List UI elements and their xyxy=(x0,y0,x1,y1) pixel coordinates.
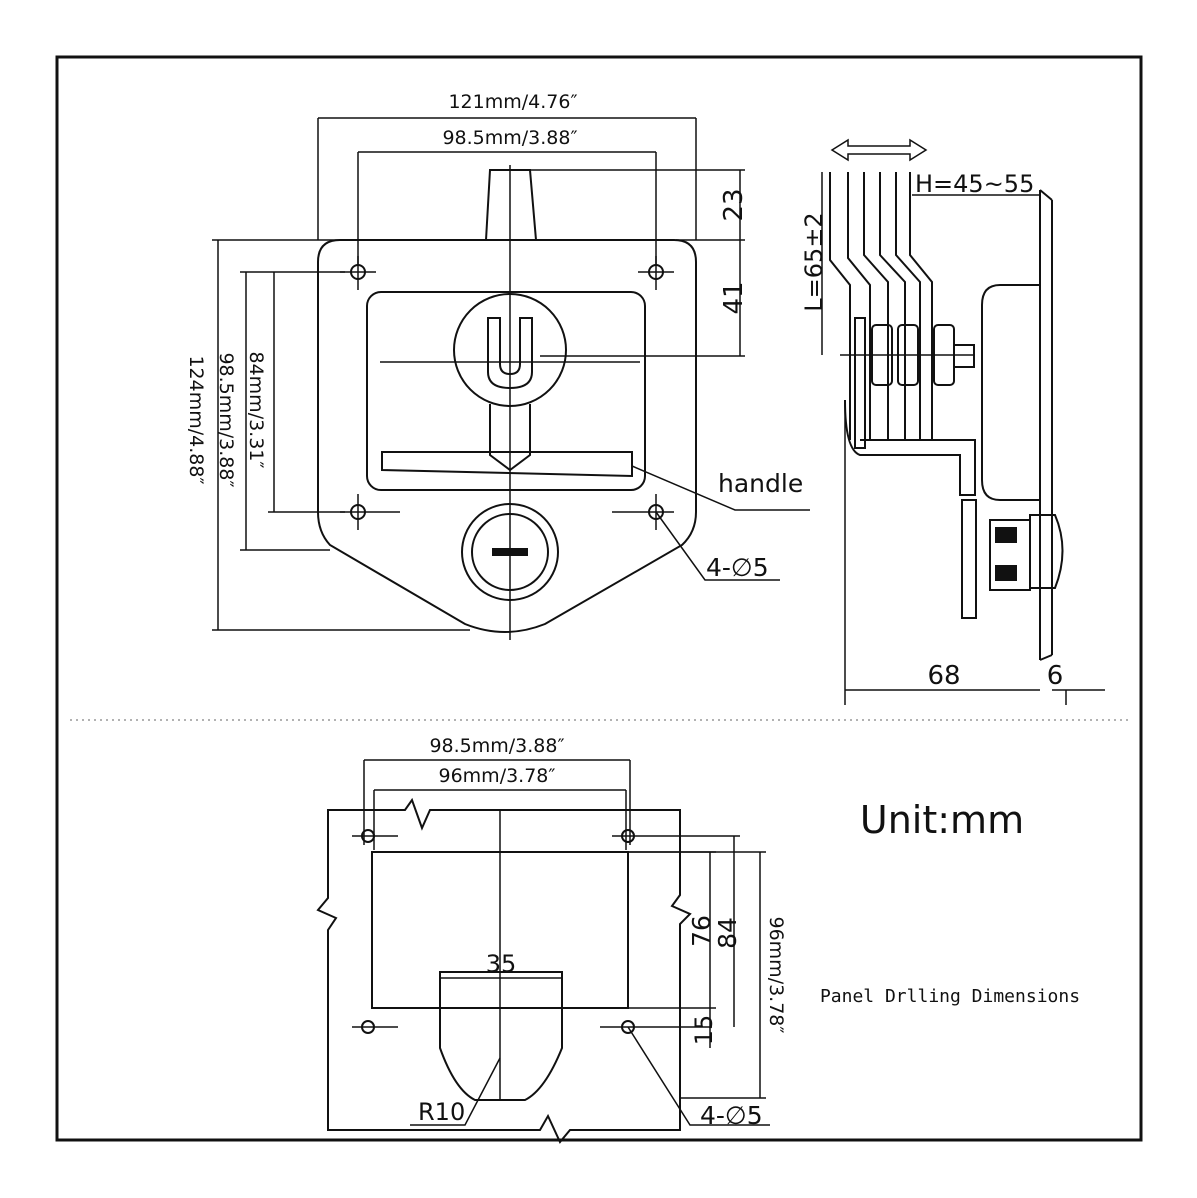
drilling-view: 98.5mm/3.88″ 96mm/3.78″ 35 76 84 96mm/3.… xyxy=(316,735,1080,1144)
drilling-caption: Panel Drlling Dimensions xyxy=(820,986,1080,1007)
top-lug xyxy=(485,169,537,241)
dim-15-label: 15 xyxy=(690,1015,718,1046)
housing xyxy=(981,284,1041,501)
handle-label: handle xyxy=(718,469,803,498)
height-overall-label: 124mm/4.88″ xyxy=(185,355,207,484)
unit-label: Unit:mm xyxy=(860,798,1024,842)
cutout-width-label: 35 xyxy=(486,950,517,978)
mounting-holes xyxy=(340,256,674,530)
holes-label: 4-∅5 xyxy=(706,553,769,582)
radius-label: R10 xyxy=(418,1098,465,1126)
dim-41-label: 41 xyxy=(719,281,749,314)
dim-84-label: 84 xyxy=(713,917,742,949)
drill-width-outer-label: 98.5mm/3.88″ xyxy=(429,735,564,757)
drill-holes-label: 4-∅5 xyxy=(700,1101,763,1130)
body-outline xyxy=(317,239,697,633)
l-range-label: L=65±2 xyxy=(800,212,828,311)
front-view: 121mm/4.76″ 98.5mm/3.88″ 23 41 124mm/4.8… xyxy=(185,91,810,640)
depth-label: 68 xyxy=(927,661,960,691)
dim-23-label: 23 xyxy=(719,188,749,221)
u-slot xyxy=(487,317,533,390)
h-range-label: H=45~55 xyxy=(915,170,1034,198)
flange-label: 6 xyxy=(1047,661,1064,691)
drawing-frame xyxy=(55,55,1143,1142)
width-overall-label: 121mm/4.76″ xyxy=(448,91,577,113)
handle-recess xyxy=(366,291,646,491)
side-view: H=45~55 L=65±2 68 6 xyxy=(800,138,1105,705)
height-inner-label: 84mm/3.31″ xyxy=(245,352,267,469)
height-holes-label: 98.5mm/3.88″ xyxy=(215,352,237,487)
cutout-shape xyxy=(439,971,563,1101)
panel-outline xyxy=(316,797,692,1144)
width-holes-label: 98.5mm/3.88″ xyxy=(442,127,577,149)
travel-arrow xyxy=(830,138,928,162)
dim-96-label: 96mm/3.78″ xyxy=(765,917,787,1034)
drill-width-inner-label: 96mm/3.78″ xyxy=(439,765,556,787)
t-handle-bar xyxy=(381,451,633,478)
dim-76-label: 76 xyxy=(687,915,716,947)
